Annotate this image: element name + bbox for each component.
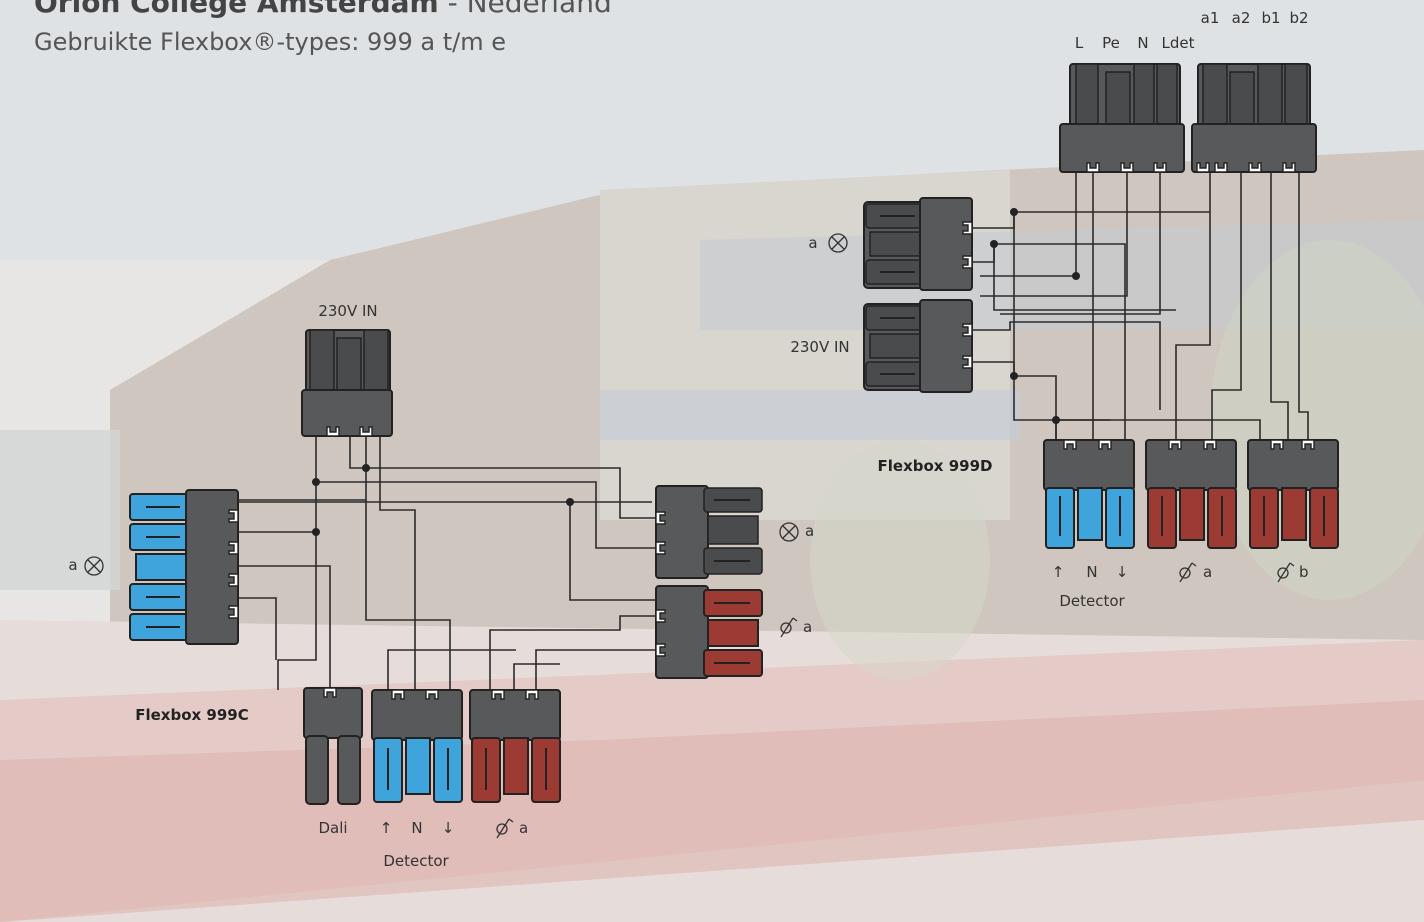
switch-b-connector-999d <box>1247 439 1339 549</box>
page-title: Orion College Amsterdam - Nederland <box>34 0 612 19</box>
detector-labels-999c: ↑ N ↓ Detector <box>380 819 455 870</box>
arrow-up-icon: ↑ <box>1052 563 1065 581</box>
switch-a-letter: a <box>1203 563 1212 581</box>
top-right-labels: a1 a2 b1 b2 <box>1201 9 1309 27</box>
switch-b-label-999d: b <box>1277 562 1309 583</box>
arrow-up-icon: ↑ <box>380 819 393 837</box>
switch-right-letter: a <box>803 618 812 636</box>
lamp-connector-left-999c <box>129 489 239 645</box>
lamp-connector-999d <box>863 197 973 291</box>
title-country: Nederland <box>466 0 612 19</box>
label-pe: Pe <box>1102 34 1120 52</box>
input-connector-999d <box>863 299 973 393</box>
switch-connector-right-999c <box>655 585 763 679</box>
input-label-999c: 230V IN <box>318 302 377 320</box>
crossed-circle-icon <box>779 522 799 542</box>
flexbox-999c: 230V IN a <box>68 302 814 870</box>
switch-b-letter: b <box>1299 563 1309 581</box>
detector-labels-999d: ↑ N ↓ Detector <box>1052 563 1129 610</box>
label-ldet: Ldet <box>1162 34 1195 52</box>
switch-symbol-icon <box>496 818 514 839</box>
wire-junctions-999c <box>312 464 574 536</box>
flexbox-999d-name: Flexbox 999D <box>878 457 993 475</box>
switch-symbol-icon <box>780 617 798 638</box>
detector-connector-999d <box>1043 439 1135 549</box>
switch-label-bottom-999c: a <box>496 818 528 839</box>
wire-junctions-999d <box>990 208 1080 424</box>
lamp-right-letter: a <box>805 522 814 540</box>
label-a2: a2 <box>1232 9 1251 27</box>
label-b2: b2 <box>1289 9 1308 27</box>
lamp-connector-right-999c <box>655 485 763 579</box>
top-connector-right <box>1191 63 1317 173</box>
wires-999d <box>972 172 1309 440</box>
label-n: N <box>1137 34 1148 52</box>
lamp-letter: a <box>808 234 817 252</box>
detector-n-label: N <box>411 819 422 837</box>
arrow-down-icon: ↓ <box>442 819 455 837</box>
detector-n-label: N <box>1086 563 1097 581</box>
crossed-circle-icon <box>84 556 104 576</box>
switch-symbol-icon <box>1179 562 1197 583</box>
detector-connector-999c <box>371 689 463 803</box>
title-bold: Orion College Amsterdam <box>34 0 439 19</box>
label-b1: b1 <box>1261 9 1280 27</box>
label-a1: a1 <box>1201 9 1220 27</box>
page-subtitle: Gebruikte Flexbox®-types: 999 a t/m e <box>34 28 506 56</box>
crossed-circle-icon <box>828 233 848 253</box>
detector-label: Detector <box>1059 592 1125 610</box>
input-label-999d: 230V IN <box>790 338 849 356</box>
top-left-labels: L Pe N Ldet <box>1075 34 1195 52</box>
title-separator: - <box>438 0 467 19</box>
switch-bottom-letter: a <box>519 819 528 837</box>
dali-label: Dali <box>318 819 347 837</box>
arrow-down-icon: ↓ <box>1116 563 1129 581</box>
top-connector-left <box>1059 63 1185 173</box>
dali-connector-999c <box>303 687 363 805</box>
flexbox-999d: L Pe N Ldet a1 a2 b1 b2 a <box>790 9 1339 610</box>
lamp-left-letter: a <box>68 556 77 574</box>
switch-a-label-999d: a <box>1179 562 1212 583</box>
switch-symbol-icon <box>1277 562 1295 583</box>
lamp-label-right-999c: a <box>779 522 814 542</box>
input-connector-999c <box>301 329 393 437</box>
switch-connector-bottom-999c <box>469 689 561 803</box>
wires-999c <box>238 436 656 690</box>
switch-a-connector-999d <box>1145 439 1237 549</box>
detector-label: Detector <box>383 852 449 870</box>
flexbox-999c-name: Flexbox 999C <box>135 706 249 724</box>
lamp-label-999d: a <box>808 233 848 253</box>
label-l: L <box>1075 34 1084 52</box>
switch-label-right-999c: a <box>780 617 812 638</box>
lamp-label-left-999c: a <box>68 556 104 576</box>
